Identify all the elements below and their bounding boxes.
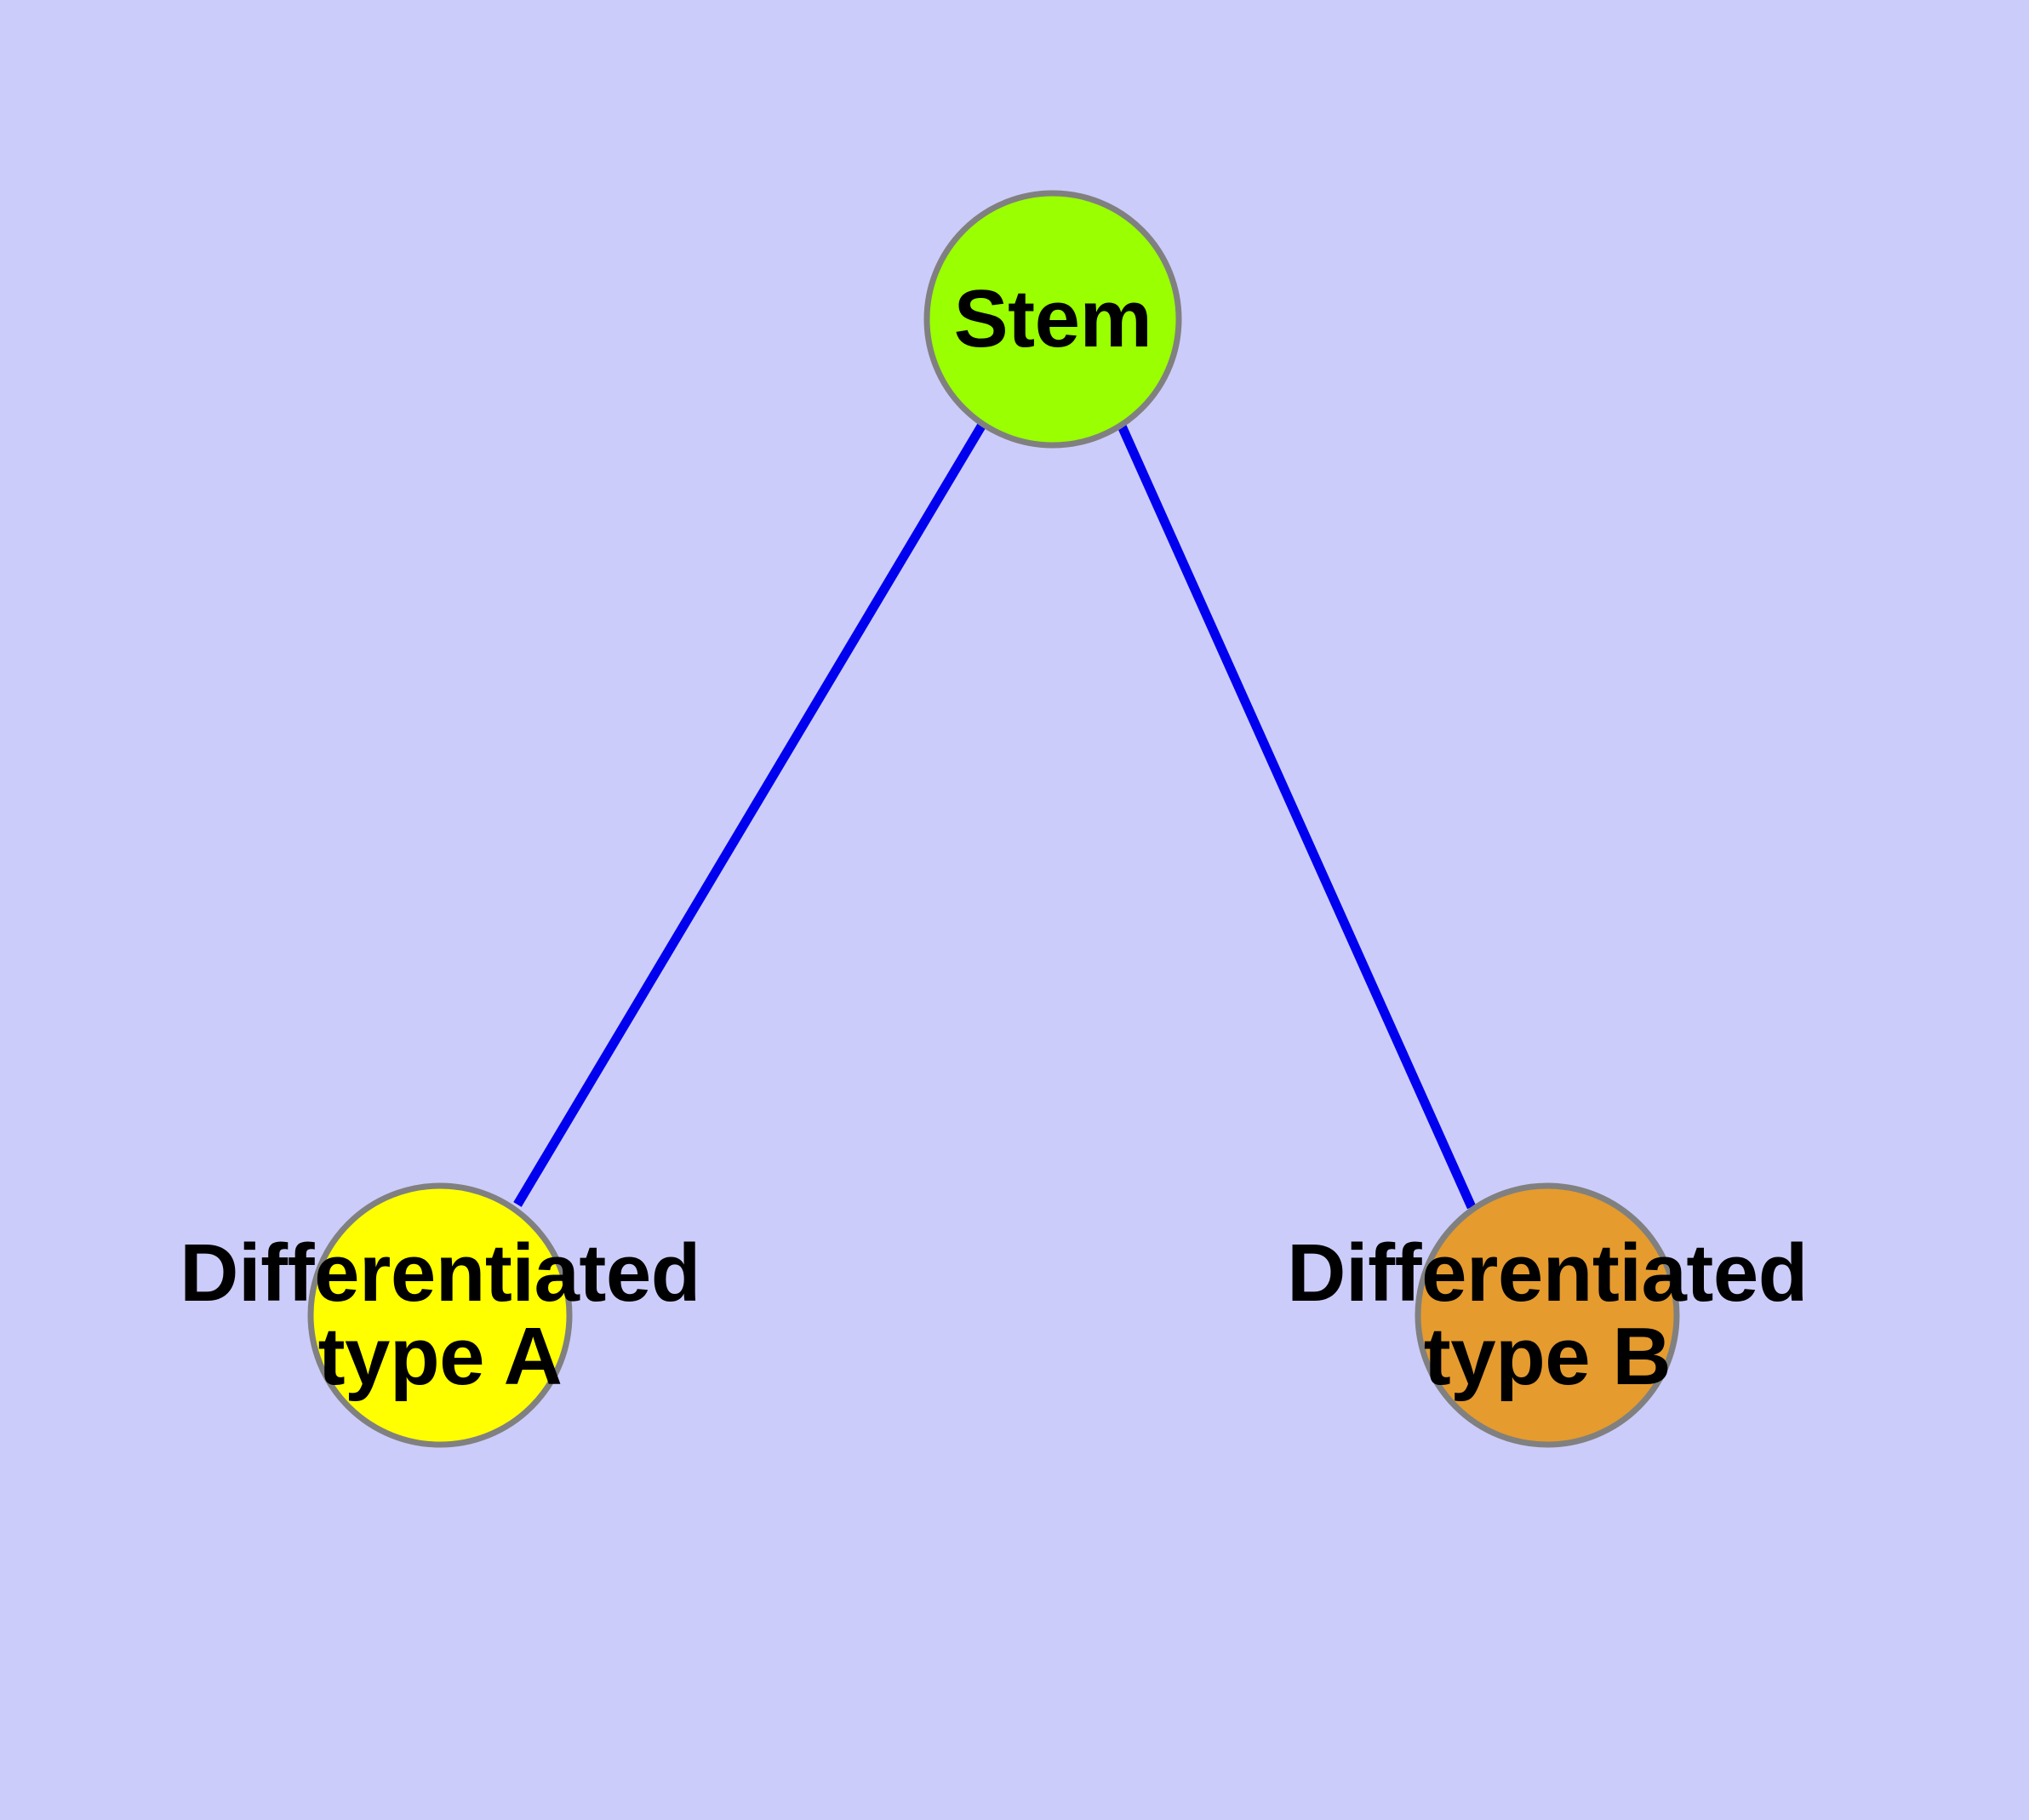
node-circle-differentiated-type-b[interactable]	[1415, 1182, 1680, 1448]
node-circle-stem[interactable]	[923, 190, 1182, 449]
edge-layer	[513, 420, 1477, 1210]
edge-stem-to-differentiated-type-a[interactable]	[513, 422, 986, 1207]
node-layer	[307, 190, 1680, 1448]
node-circle-differentiated-type-a[interactable]	[307, 1182, 573, 1448]
edge-stem-to-differentiated-type-b[interactable]	[1115, 420, 1477, 1210]
